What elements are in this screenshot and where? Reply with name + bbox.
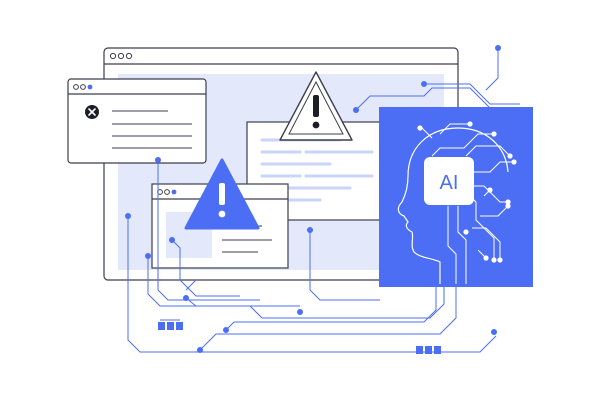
window-dot	[164, 189, 170, 195]
circuit-lines	[127, 48, 520, 353]
error-x-icon	[85, 105, 99, 119]
chip-block	[416, 346, 441, 354]
chip-block	[158, 322, 183, 330]
window-dot	[125, 52, 133, 60]
window-dot	[171, 189, 177, 195]
window-dot	[80, 84, 86, 90]
circuit-node	[125, 45, 501, 353]
ai-label: AI	[440, 172, 459, 194]
warning-triangle-icon	[279, 71, 353, 141]
window-dot	[117, 52, 125, 60]
ai-head-icon	[397, 127, 509, 284]
window-dot	[109, 52, 117, 60]
warning-triangle-blue-icon	[184, 158, 260, 230]
window-dot	[73, 84, 79, 90]
window-dot	[87, 84, 93, 90]
error-dialog-window	[67, 78, 207, 164]
ai-chip: AI	[424, 157, 474, 205]
ai-panel: AI	[379, 107, 533, 287]
